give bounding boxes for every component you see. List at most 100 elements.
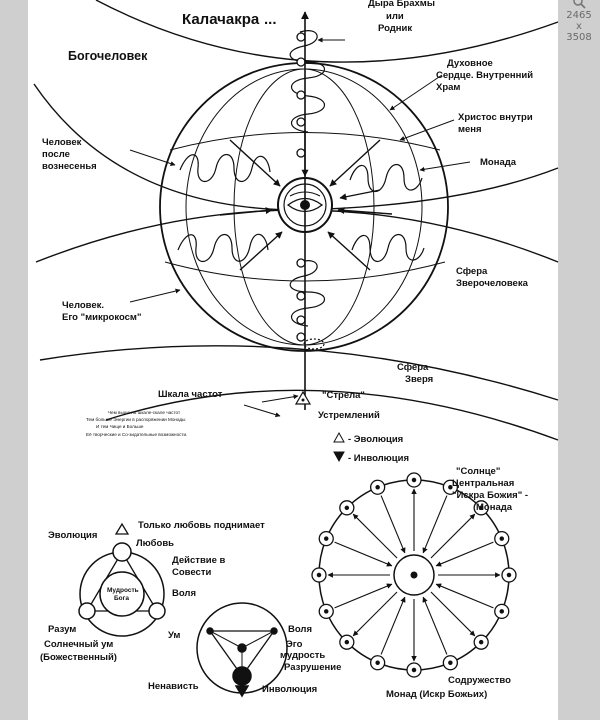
label-dots: ... (264, 11, 277, 28)
label-solnce-2: Центральная (452, 478, 514, 489)
label-mikro-1: Человек. (62, 300, 104, 311)
label-serdce-1: Духовное (447, 58, 493, 69)
monad-node-center (506, 572, 512, 578)
label-bogochelovek: Богочеловек (68, 49, 148, 63)
label-razum: Разум (48, 624, 76, 635)
label-pointers (129, 37, 471, 418)
dashed-seed (303, 338, 325, 350)
label-ego-2: мудрость (280, 650, 325, 661)
scale-line-3: И тем Чище и Больше (96, 424, 144, 429)
label-serdce-3: Храм (436, 82, 460, 93)
label-sfera-zveria-1: Сфера (397, 362, 429, 373)
left-viewer-gutter (0, 0, 28, 720)
label-shkala: Шкала частот (158, 389, 223, 400)
label-solnce-4: Монада (476, 502, 513, 513)
monad-commonwealth (311, 472, 517, 678)
label-deistvie-2: Совести (172, 567, 211, 578)
involution-triad (196, 602, 288, 698)
label-mikro-2: Его "микрокосм" (62, 312, 141, 323)
label-evolution: Эволюция (48, 530, 97, 541)
label-hristos-1: Христос внутри (458, 112, 533, 123)
monad-spoke (430, 591, 476, 637)
involution-triangle-icon (333, 451, 345, 463)
label-volia2: Воля (288, 624, 312, 635)
monad-spoke (422, 495, 448, 554)
monad-node-center (448, 484, 453, 490)
label-strela: "Стрела" (322, 390, 365, 401)
central-arrows (219, 130, 393, 271)
label-posle-3: вознесенья (42, 161, 97, 172)
magnifier-icon[interactable] (572, 0, 586, 9)
label-deistvie-1: Действие в (172, 555, 226, 566)
label-um: Ум (168, 630, 180, 641)
label-sfera-zveria-2: Зверя (405, 374, 433, 385)
image-width: 2465 (566, 10, 592, 21)
scale-line-4: Её творческие и Со-зидательные возможнос… (86, 432, 187, 437)
legend-involution: - Инволюция (348, 453, 409, 464)
right-viewer-gutter: 2465 x 3508 (558, 0, 600, 720)
monad-node-center (323, 536, 329, 541)
frequency-marker-icon (294, 390, 312, 405)
label-involutsia: Инволюция (262, 684, 317, 695)
label-posle-1: Человек (42, 137, 82, 148)
label-lubov: Любовь (136, 538, 174, 549)
monad-node-center (344, 639, 350, 645)
label-ustremleniy: Устремлений (318, 410, 380, 421)
label-nenavist: Ненависть (148, 681, 199, 692)
monad-node-center (499, 536, 505, 541)
triad-labels: Эволюция Только любовь поднимает Любовь … (40, 520, 265, 663)
label-razrushenie: Разрушение (284, 662, 341, 673)
label-tolko: Только любовь поднимает (138, 520, 265, 531)
monad-node-center (316, 572, 322, 578)
monad-spoke (352, 591, 398, 637)
evolution-triangle-icon (333, 431, 345, 443)
scale-line-1: Чем выше по шкале-скале частот (108, 410, 181, 415)
monad-spoke (435, 541, 494, 567)
monad-node-center (448, 660, 453, 666)
monad-spoke (380, 596, 406, 655)
frequency-scale: Шкала частот Чем выше по шкале-скале час… (86, 389, 409, 464)
monad-node-center (478, 505, 484, 511)
label-mudrost-2: Бога (114, 595, 129, 602)
scale-line-2: Тем больше Энергии в распоряжении Монады (86, 417, 185, 422)
legend-evolution: - Эволюция (348, 434, 403, 445)
label-dyra-1: Дыра Брахмы (368, 0, 435, 9)
monad-node-center (411, 477, 417, 483)
label-ego-1: Эго (286, 639, 303, 650)
image-times: x (576, 21, 582, 32)
involution-labels: Ум Воля Эго мудрость Разрушение Ненавист… (148, 624, 341, 695)
zveria-arc (39, 345, 559, 401)
label-monada: Монада (480, 157, 517, 168)
evolution-triad (78, 522, 166, 637)
label-dyra-3: Родник (378, 23, 412, 34)
monad-node-center (344, 505, 350, 511)
monad-node-center (323, 609, 329, 614)
monad-spoke (334, 541, 393, 567)
monad-spoke (435, 583, 494, 609)
monad-node-center (411, 667, 417, 673)
label-sfera-zv-1: Сфера (456, 266, 488, 277)
image-height: 3508 (566, 32, 592, 43)
label-dyra-2: или (386, 11, 404, 22)
label-solnce-3: "Искра Божия" - (452, 490, 528, 501)
label-sodruzh-1: Содружество (448, 675, 511, 686)
label-kalachakra: Калачакра (182, 11, 260, 28)
upper-labels: Калачакра ... Богочеловек Дыра Брахмы ил… (42, 0, 533, 385)
label-posle-2: после (42, 149, 70, 160)
monad-node-center (375, 484, 380, 490)
label-hristos-2: меня (458, 124, 482, 135)
monad-node-center (478, 639, 484, 645)
monad-spoke (430, 513, 476, 559)
monad-spoke (334, 583, 393, 609)
monad-node-center (375, 660, 380, 666)
label-serdce-2: Сердце. Внутренний (436, 70, 533, 81)
label-solnce-1: "Солнце" (456, 466, 500, 477)
microcosm-sphere (159, 30, 449, 352)
label-mudrost-1: Мудрость (107, 587, 139, 594)
label-solnechny-2: (Божественный) (40, 652, 117, 663)
label-volia: Воля (172, 588, 196, 599)
monad-spoke (380, 495, 406, 554)
bogochelovek-arc (95, 0, 559, 63)
